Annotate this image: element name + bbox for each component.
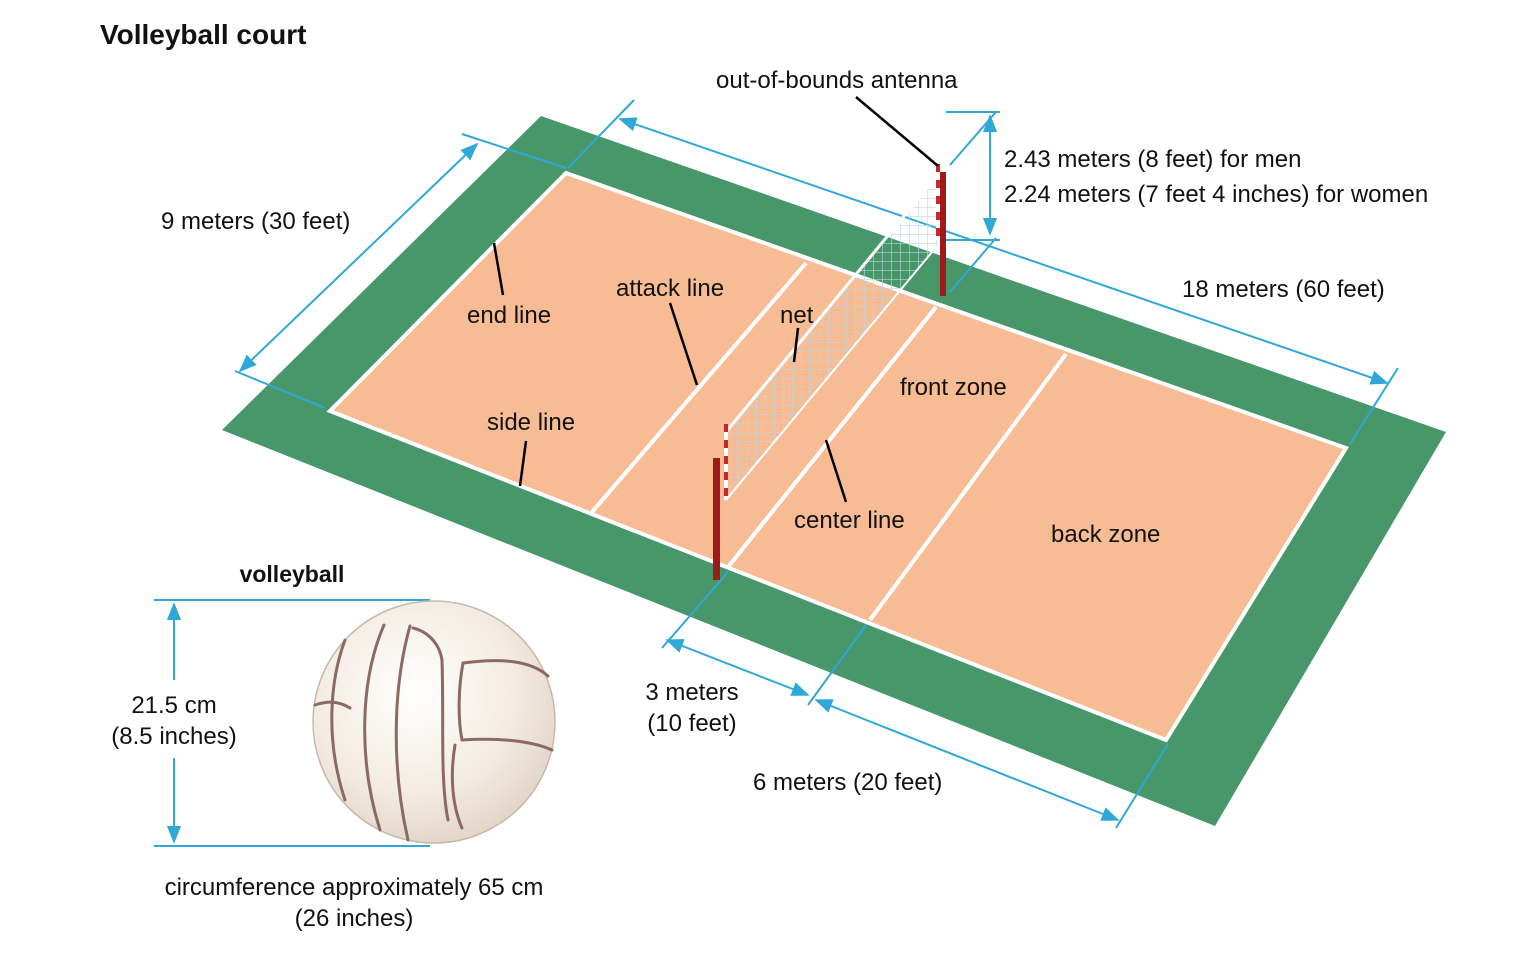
post-near — [713, 458, 720, 580]
circumference-label-1: circumference approximately 65 cm — [165, 874, 544, 901]
ball-diameter-label-2: (8.5 inches) — [111, 723, 236, 750]
front-depth-label-1: 3 meters — [645, 679, 738, 706]
width-dimension — [234, 133, 567, 409]
post-far — [940, 172, 946, 296]
net-label: net — [780, 302, 814, 329]
attack-line-label: attack line — [616, 275, 724, 302]
depth-dimensions — [661, 571, 1169, 829]
playing-court — [330, 173, 1346, 740]
ball-diameter-label-1: 21.5 cm — [131, 692, 216, 719]
circumference-label-2: (26 inches) — [295, 905, 414, 932]
attack-line-right — [868, 352, 1068, 622]
width-label: 9 meters (30 feet) — [161, 208, 350, 235]
center-line-label: center line — [794, 507, 905, 534]
net-height-women-label: 2.24 meters (7 feet 4 inches) for women — [1004, 181, 1428, 208]
volleyball-title: volleyball — [240, 561, 345, 587]
length-dimension — [567, 99, 1399, 445]
net-height-men-label: 2.43 meters (8 feet) for men — [1004, 146, 1301, 173]
net-height-dimension — [946, 111, 1000, 293]
front-zone-label: front zone — [900, 374, 1007, 401]
diagram-title: Volleyball court — [100, 19, 306, 50]
leader-lines — [492, 96, 939, 503]
antenna-near — [724, 424, 728, 500]
back-depth-label: 6 meters (20 feet) — [753, 769, 942, 796]
front-depth-label-2: (10 feet) — [647, 710, 736, 737]
side-line-label: side line — [487, 409, 575, 436]
ball-diameter-dimension — [154, 599, 430, 847]
antenna-label: out-of-bounds antenna — [716, 67, 958, 94]
length-label: 18 meters (60 feet) — [1182, 276, 1385, 303]
volleyball-ball-icon — [312, 600, 556, 844]
net-posts — [713, 172, 946, 580]
antenna-far — [936, 164, 940, 240]
end-line-label: end line — [467, 302, 551, 329]
back-zone-label: back zone — [1051, 521, 1160, 548]
